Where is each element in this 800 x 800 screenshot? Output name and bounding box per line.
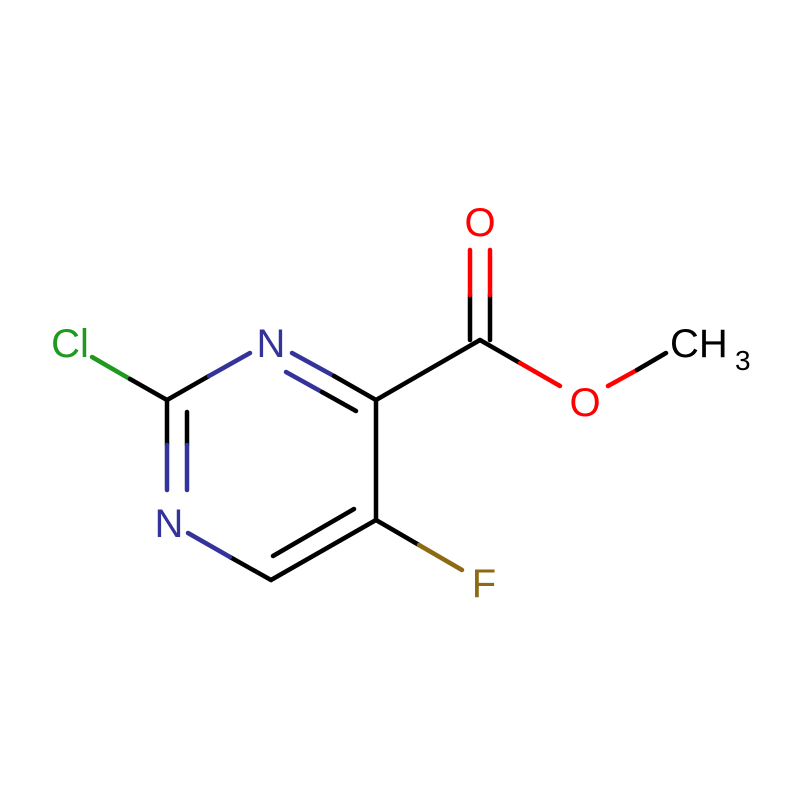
bond-n3-c4-inner-c [319, 389, 359, 414]
atom-methyl-subscript: 3 [735, 345, 751, 376]
atom-labels: Cl N N O O CH 3 F [51, 201, 750, 606]
atom-methyl: CH [670, 322, 728, 366]
bond-c6-n1-c [227, 554, 274, 583]
bond-c5-f-f [416, 542, 465, 573]
bond-c2-n3-c [164, 373, 212, 403]
atom-oxygen-ester: O [569, 381, 600, 425]
bonds [89, 247, 669, 583]
atom-nitrogen-3: N [257, 322, 286, 366]
bond-c5-c6 [268, 517, 379, 583]
bond-o-ch3-o [605, 367, 640, 389]
bond-c2-n3-n [206, 350, 253, 379]
bond-cl-c2-cl [89, 354, 133, 382]
bond-c5-f-c [373, 517, 422, 548]
atom-fluorine: F [472, 562, 496, 606]
atom-nitrogen-1: N [155, 502, 184, 546]
bond-c4-ccarbonyl [373, 337, 483, 403]
atom-oxygen-carbonyl: O [464, 201, 495, 245]
atom-chlorine: Cl [51, 322, 89, 366]
bond-n3-c4-n [289, 350, 337, 379]
bond-o-ch3-c [634, 350, 669, 373]
bond-c-oester-o [517, 360, 563, 389]
bond-n3-c4-c [331, 373, 379, 403]
bond-n3-c4-inner-n [283, 369, 325, 395]
bond-cl-c2-c [127, 376, 170, 403]
bond-c-oester-c [477, 337, 523, 366]
bond-c6-n1-n [185, 530, 233, 560]
bond-c5-c6-inner [270, 506, 357, 559]
